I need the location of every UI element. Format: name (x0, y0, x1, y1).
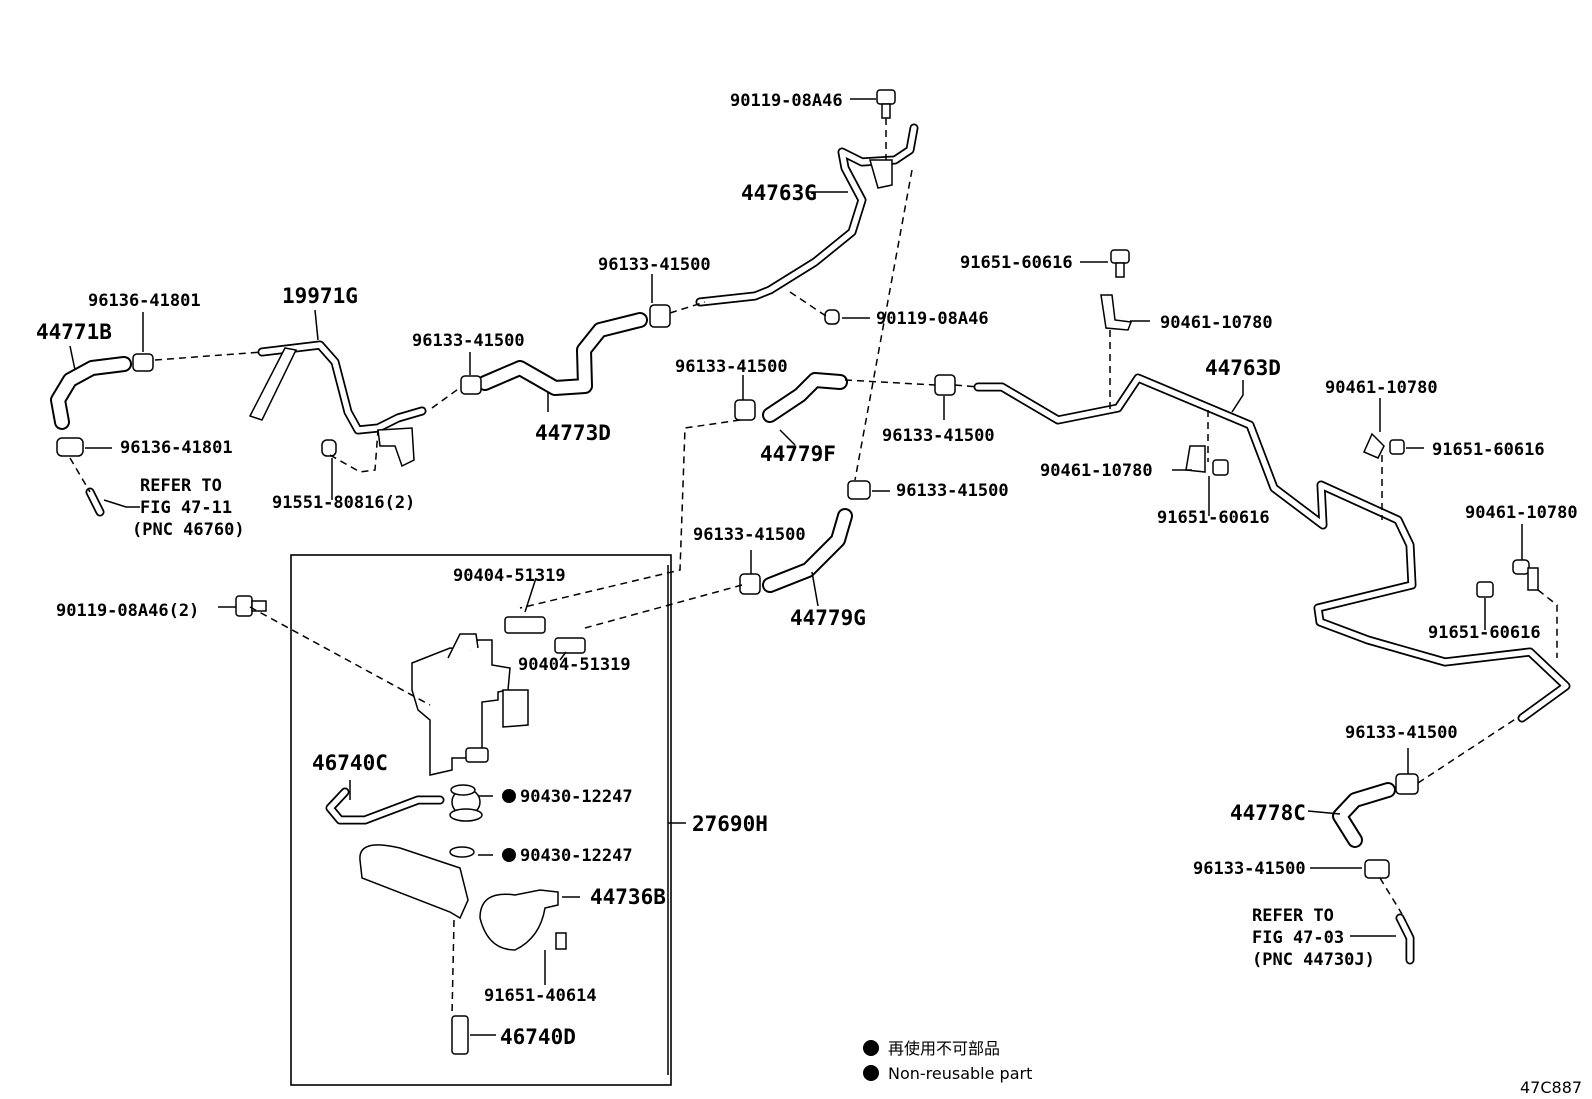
legend-dot (863, 1065, 879, 1081)
label-90461-10780: 90461-10780 (1040, 461, 1153, 481)
assembly-box-27690H (290, 554, 672, 1086)
label-44779G: 44779G (790, 606, 866, 630)
hose-44771B (50, 356, 132, 430)
leader-lines (69, 98, 1523, 1075)
label-27690H: 27690H (692, 812, 768, 836)
legend-en: Non-reusable part (888, 1064, 1032, 1083)
legend-jp: 再使用不可部品 (888, 1039, 1000, 1058)
hose-44773D (477, 312, 648, 396)
label-91651-60616: 91651-60616 (1432, 440, 1545, 460)
refer-note-line: (PNC 46760) (132, 520, 245, 540)
label-96133-41500: 96133-41500 (675, 357, 788, 377)
label-96133-41500: 96133-41500 (882, 426, 995, 446)
label-96136-41801: 96136-41801 (120, 438, 233, 458)
figure-code: 47C887 (1520, 1078, 1582, 1097)
label-91651-60616: 91651-60616 (1428, 623, 1541, 643)
label-90119-08A46: 90119-08A46 (730, 91, 843, 111)
hose-end-right (1395, 913, 1415, 965)
label-90461-10780: 90461-10780 (1465, 503, 1578, 523)
label-96133-41500: 96133-41500 (412, 331, 525, 351)
refer-note-left: REFER TO FIG 47-11 (PNC 46760) (132, 476, 245, 540)
label-91651-60616: 91651-60616 (1157, 508, 1270, 528)
label-91651-40614: 91651-40614 (484, 986, 597, 1006)
label-91551-80816: 91551-80816(2) (272, 493, 415, 513)
label-46740C: 46740C (312, 751, 388, 775)
refer-note-line: REFER TO (1252, 906, 1334, 926)
hose-44778C (1332, 782, 1396, 848)
label-96133-41500: 96133-41500 (1345, 723, 1458, 743)
label-96133-41500: 96133-41500 (693, 525, 806, 545)
label-44778C: 44778C (1230, 801, 1306, 825)
legend: 再使用不可部品 Non-reusable part (888, 1039, 1032, 1083)
filter-assembly (325, 784, 559, 951)
non-reusable-dot (502, 789, 516, 803)
label-90119-08A46: 90119-08A46 (876, 309, 989, 329)
label-90404-51319: 90404-51319 (518, 655, 631, 675)
label-44763D: 44763D (1205, 356, 1281, 380)
label-19971G: 19971G (282, 284, 358, 308)
refer-note-line: REFER TO (140, 476, 222, 496)
label-90404-51319: 90404-51319 (453, 566, 566, 586)
label-90119-08A46-2: 90119-08A46(2) (56, 601, 199, 621)
bolt-icons (235, 89, 1539, 1055)
label-96133-41500: 96133-41500 (598, 255, 711, 275)
label-90461-10780: 90461-10780 (1160, 313, 1273, 333)
hose-44779F (762, 372, 848, 423)
label-44736B: 44736B (590, 885, 666, 909)
vsv-valve (411, 616, 586, 776)
non-reusable-dot (502, 848, 516, 862)
refer-note-line: FIG 47-03 (1252, 928, 1344, 948)
legend-dot (863, 1040, 879, 1056)
label-44773D: 44773D (535, 421, 611, 445)
clamp-icons (56, 304, 1419, 879)
dashed-lines (69, 118, 1558, 1016)
refer-note-right: REFER TO FIG 47-03 (PNC 44730J) (1252, 906, 1375, 970)
label-44779F: 44779F (760, 442, 836, 466)
label-91651-60616: 91651-60616 (960, 253, 1073, 273)
label-90430-12247: 90430-12247 (520, 846, 633, 866)
label-90430-12247: 90430-12247 (520, 787, 633, 807)
hose-44779G (762, 508, 853, 593)
label-96133-41500: 96133-41500 (1193, 859, 1306, 879)
label-90461-10780: 90461-10780 (1325, 378, 1438, 398)
refer-note-line: FIG 47-11 (140, 498, 232, 518)
pipe-44763G (695, 123, 919, 307)
label-44763G: 44763G (741, 181, 817, 205)
part-labels: 90119-08A46 44763G 96133-41500 90119-08A… (36, 91, 1578, 1049)
hose-end-left (85, 487, 105, 517)
pipe-19971G (248, 340, 427, 468)
label-96136-41801: 96136-41801 (88, 291, 201, 311)
label-44771B: 44771B (36, 320, 112, 344)
pipe-44763D (973, 373, 1571, 723)
label-96133-41500: 96133-41500 (896, 481, 1009, 501)
label-46740D: 46740D (500, 1025, 576, 1049)
refer-note-line: (PNC 44730J) (1252, 950, 1375, 970)
